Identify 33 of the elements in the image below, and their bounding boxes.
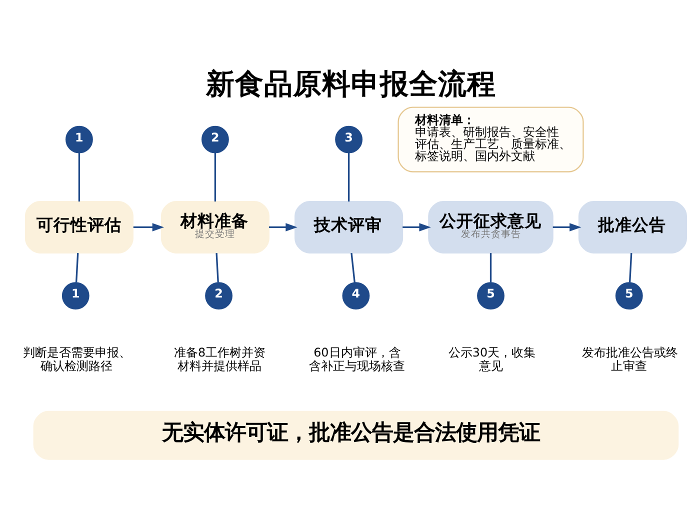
diagram-title: 新食品原料申报全流程 xyxy=(206,66,496,100)
node-label: 公示30天，收集意见 xyxy=(448,345,536,372)
node-box: 材料清单： 申请表、研制报告、安全性评估、生产工艺、质量标准、标签说明、国内外文献 xyxy=(398,106,584,172)
connector xyxy=(350,252,356,282)
node-circle: 5 xyxy=(615,282,643,310)
arrow xyxy=(402,222,431,231)
connector xyxy=(78,152,80,202)
node-circle: 1 xyxy=(66,125,93,153)
node-box: 材料准备 提交受理 xyxy=(160,200,270,253)
arrow xyxy=(133,222,164,231)
node-label: 准备8工作树并资材料并提供样品 xyxy=(174,345,266,372)
node-label: 判断是否需要申报、确认检测路径 xyxy=(23,345,132,372)
node-circle: 2 xyxy=(201,125,229,153)
node-box: 公开征求意见 发布共贪事告 xyxy=(428,200,554,253)
node-box: 可行性评估 xyxy=(24,200,134,253)
connector xyxy=(75,252,79,282)
node-circle: 2 xyxy=(205,282,232,310)
node-circle: 5 xyxy=(477,282,504,310)
connector xyxy=(348,152,350,202)
node-circle: 3 xyxy=(335,125,363,153)
node-circle: 1 xyxy=(62,282,90,310)
connector xyxy=(628,252,632,282)
node-box: 无实体许可证，批准公告是合法使用凭证 xyxy=(33,410,679,460)
node-label: 发布批准公告或终止审查 xyxy=(582,345,678,372)
connector xyxy=(214,152,216,202)
connector xyxy=(490,252,492,282)
arrow xyxy=(268,222,298,231)
node-circle: 4 xyxy=(342,282,370,310)
arrow xyxy=(552,222,582,231)
connector xyxy=(216,252,219,282)
node-label: 60日内审评，含含补正与现场核查 xyxy=(308,345,405,372)
node-box: 技术评审 xyxy=(294,200,404,253)
node-box: 批准公告 xyxy=(578,200,687,253)
